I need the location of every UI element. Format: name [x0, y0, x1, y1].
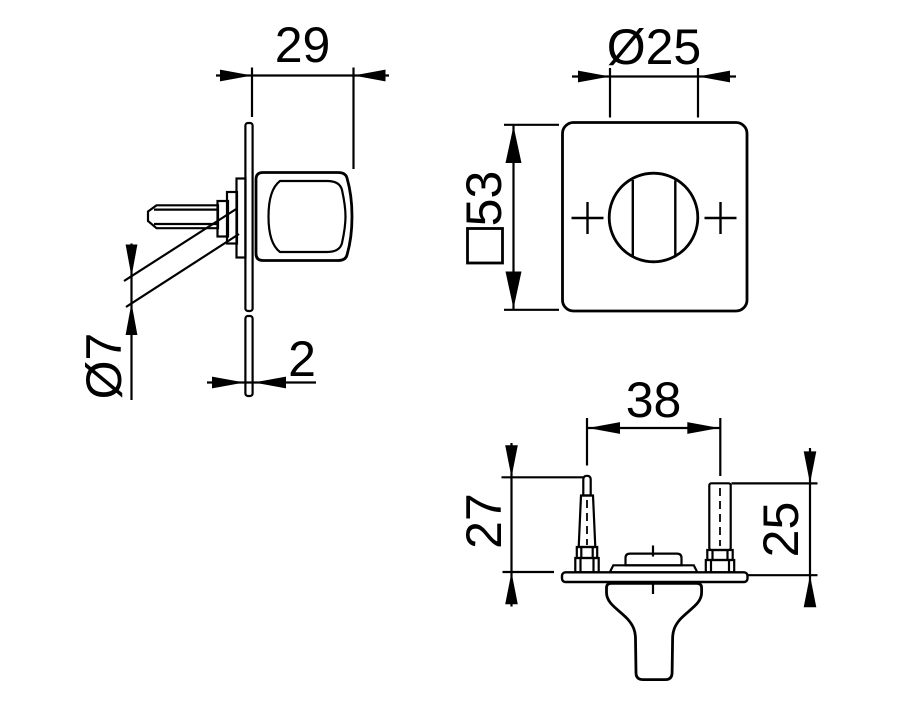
- side-view: 29 2 Ø7: [76, 17, 389, 400]
- front-view: Ø25 53: [456, 19, 749, 313]
- right-center-mark: [704, 202, 737, 234]
- dimension-label-o25: Ø25: [607, 19, 702, 75]
- post-collar: [706, 548, 734, 562]
- dimension-label-53: 53: [456, 171, 512, 227]
- spindle: [146, 204, 220, 230]
- dimension-27: 27: [456, 443, 584, 607]
- arrowhead: [803, 451, 817, 484]
- dimension-o7: Ø7: [76, 207, 240, 400]
- post-nut: [704, 558, 736, 574]
- left-post: [574, 474, 600, 574]
- center-boss: [608, 545, 700, 594]
- arrowhead: [125, 244, 138, 277]
- dimension-38: 38: [585, 372, 722, 476]
- arrowhead: [687, 422, 720, 434]
- dimension-label-o7: Ø7: [76, 333, 132, 400]
- knob-bottom-profile: [605, 582, 703, 681]
- rosette-plate-edge-lower: [244, 314, 254, 398]
- extension-lines: [250, 67, 355, 169]
- arrowhead: [125, 303, 138, 335]
- post-nut: [574, 556, 600, 574]
- arrowhead: [505, 271, 522, 309]
- post-collar: [575, 545, 599, 560]
- arrowhead: [505, 126, 522, 163]
- boss-base: [608, 564, 700, 574]
- arrowhead: [803, 575, 817, 608]
- dimension-label-27: 27: [456, 493, 512, 549]
- dimension-o25: Ø25: [572, 19, 736, 118]
- extension-lines: [731, 482, 818, 577]
- arrowhead: [588, 422, 620, 434]
- arrowhead: [220, 69, 252, 82]
- dimension-label-25: 25: [753, 502, 809, 558]
- left-center-mark: [571, 202, 604, 234]
- knob-grip-face: [267, 179, 347, 254]
- post-tip: [582, 474, 592, 497]
- knob-outline: [254, 171, 354, 262]
- arrowhead: [253, 376, 286, 389]
- dimension-25: 25: [731, 448, 818, 608]
- dimension-label-38: 38: [626, 372, 682, 428]
- post-facet-lines: [709, 550, 731, 572]
- dimension-label-2: 2: [288, 331, 316, 387]
- dimension-sq53: 53: [456, 123, 559, 311]
- leader-lines: [123, 207, 240, 308]
- spindle-edge-lines: [154, 208, 218, 226]
- turn-grip-edges: [631, 180, 677, 256]
- square-symbol: [466, 227, 504, 265]
- dimension-29: 29: [216, 17, 389, 169]
- bottom-view: 38 27 25: [456, 372, 818, 681]
- arrowhead: [505, 572, 518, 605]
- arrowhead: [698, 70, 730, 83]
- thumb-turn-circle: [607, 171, 700, 264]
- backplate: [560, 571, 749, 584]
- arrowhead: [353, 69, 386, 82]
- arrowhead: [578, 70, 610, 83]
- extension-lines: [501, 476, 584, 574]
- right-post: [704, 482, 736, 574]
- arrowhead: [212, 376, 245, 389]
- square-rosette: [561, 121, 749, 313]
- boss-top: [624, 552, 683, 567]
- post-facet-lines: [579, 547, 595, 572]
- dimension-label-29: 29: [275, 17, 331, 73]
- arrowhead: [505, 445, 518, 478]
- dimension-2: 2: [207, 331, 316, 389]
